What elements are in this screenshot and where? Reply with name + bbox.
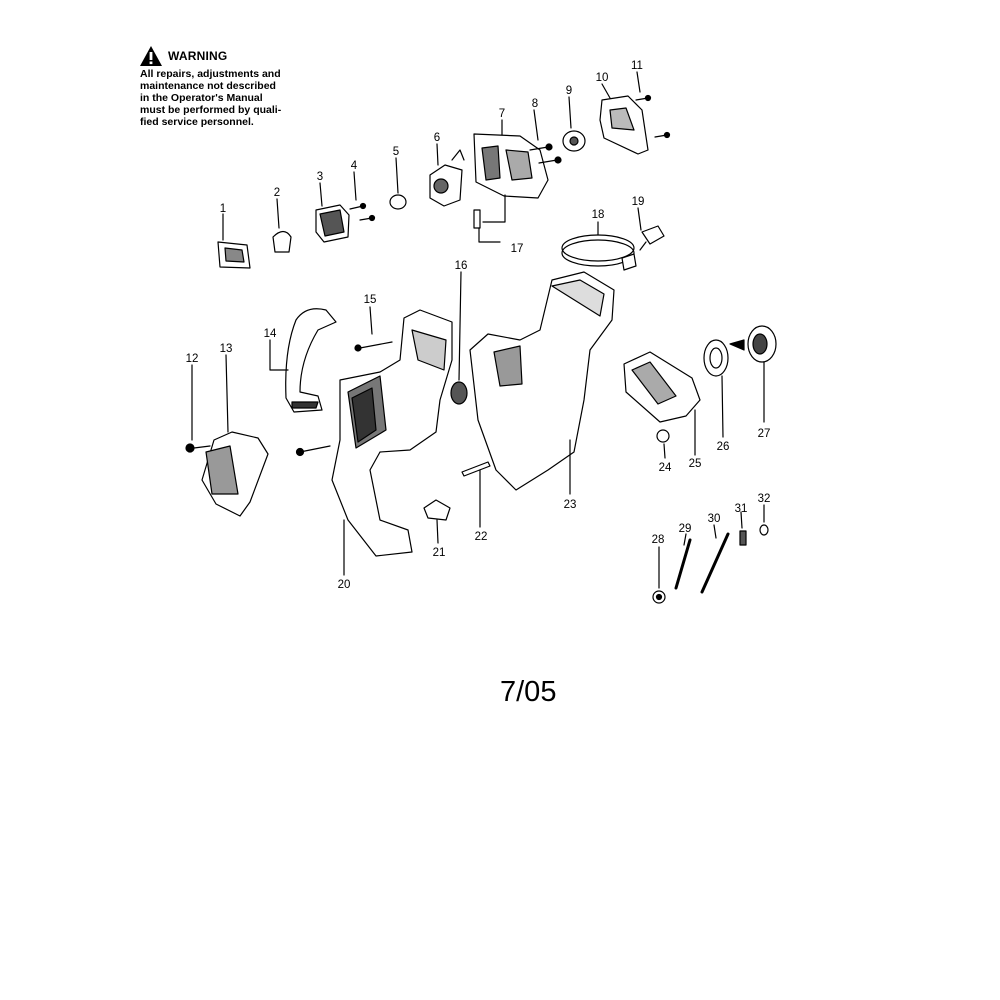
warning-line: must be performed by quali- xyxy=(140,104,282,116)
part-14-handle xyxy=(269,308,337,413)
part-label-16: 16 xyxy=(455,260,468,272)
part-label-20: 20 xyxy=(338,579,351,591)
part-label-13: 13 xyxy=(220,343,233,355)
part-label-30: 30 xyxy=(708,513,721,525)
part-label-10: 10 xyxy=(596,72,609,84)
warning-triangle-icon xyxy=(140,46,162,66)
part-label-2: 2 xyxy=(274,187,280,199)
part-label-5: 5 xyxy=(393,146,399,158)
part-16-fan xyxy=(450,271,468,405)
warning-header: WARNING xyxy=(140,45,300,67)
part-21-clip xyxy=(423,499,451,544)
part-15-screw xyxy=(354,306,393,352)
warning-title: WARNING xyxy=(168,49,228,63)
part-label-25: 25 xyxy=(689,458,702,470)
part-label-31: 31 xyxy=(735,503,748,515)
part-26-ring xyxy=(703,339,729,438)
date-code: 7/05 xyxy=(500,676,557,708)
warning-line: in the Operator's Manual xyxy=(140,92,263,104)
part-3-intake xyxy=(315,182,350,243)
part-12-screw xyxy=(185,364,211,453)
part-label-8: 8 xyxy=(532,98,538,110)
part-2-cap xyxy=(272,198,292,253)
part-label-23: 23 xyxy=(564,499,577,511)
part-label-11: 11 xyxy=(631,60,643,72)
part-30-rod xyxy=(700,524,730,594)
part-label-12: 12 xyxy=(186,353,199,365)
part-11-screws xyxy=(635,71,671,139)
part-label-15: 15 xyxy=(364,294,377,306)
part-27-nozzle xyxy=(729,325,777,423)
part-label-22: 22 xyxy=(475,531,488,543)
part-6-carburetor xyxy=(429,143,465,207)
part-label-28: 28 xyxy=(652,534,665,546)
part-8-bolts xyxy=(529,109,562,164)
part-25-elbow xyxy=(623,351,701,456)
part-9-washer xyxy=(562,96,586,152)
part-23-blower-housing xyxy=(469,271,615,495)
part-label-9: 9 xyxy=(566,85,572,97)
part-label-4: 4 xyxy=(351,160,358,172)
part-label-3: 3 xyxy=(317,171,323,183)
part-32-nut xyxy=(759,504,769,536)
part-17-pin xyxy=(473,209,501,243)
part-19-knob xyxy=(637,207,665,251)
warning-line: maintenance not described xyxy=(140,80,276,92)
part-label-24: 24 xyxy=(659,462,672,474)
part-5-ring xyxy=(389,157,407,210)
part-10-bracket xyxy=(599,83,649,155)
part-label-1: 1 xyxy=(220,203,226,215)
part-20-blower-housing xyxy=(295,309,453,576)
part-28-washer xyxy=(652,546,666,604)
part-label-29: 29 xyxy=(679,523,692,535)
warning-notice: WARNING All repairs, adjustments and mai… xyxy=(140,45,300,128)
part-18-clamp xyxy=(561,221,637,271)
warning-line: fied service personnel. xyxy=(140,116,254,128)
part-4-screws xyxy=(349,171,376,222)
part-label-6: 6 xyxy=(434,132,440,144)
part-label-17: 17 xyxy=(511,243,524,255)
part-31-spring xyxy=(739,511,747,546)
part-label-32: 32 xyxy=(758,493,771,505)
warning-body: All repairs, adjustments and maintenance… xyxy=(140,68,296,128)
part-24-plug xyxy=(656,429,670,459)
part-label-21: 21 xyxy=(433,547,446,559)
part-13-shroud xyxy=(201,354,269,517)
part-29-rod xyxy=(674,533,692,590)
part-label-14: 14 xyxy=(264,328,277,340)
part-22-tube xyxy=(461,461,491,528)
warning-line: All repairs, adjustments and xyxy=(140,68,281,80)
part-label-7: 7 xyxy=(499,108,505,120)
part-label-18: 18 xyxy=(592,209,605,221)
part-label-27: 27 xyxy=(758,428,771,440)
part-label-26: 26 xyxy=(717,441,730,453)
part-1-gasket xyxy=(217,213,251,269)
part-label-19: 19 xyxy=(632,196,645,208)
